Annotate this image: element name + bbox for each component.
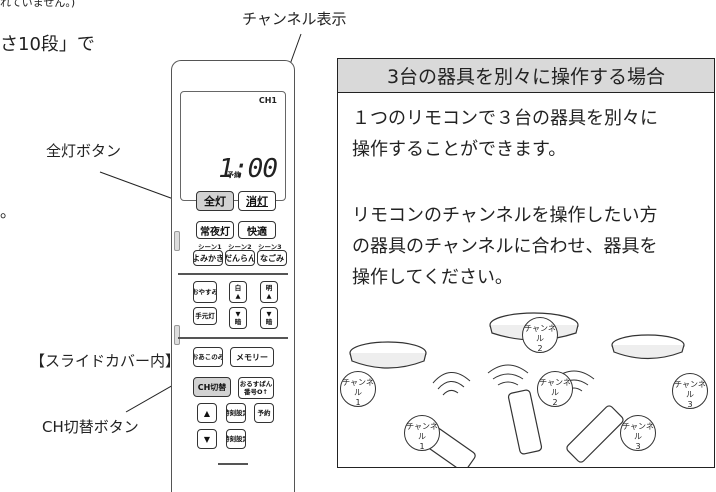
- lcd-channel-indicator: CH1: [258, 96, 277, 105]
- sleep-button-label: おやすみ: [193, 288, 217, 296]
- remote-control: CH1 予約 1:00 全灯 消灯 常夜灯 快適 シーン1 シーン2 シーン3 …: [171, 60, 295, 492]
- remote-icon: [507, 389, 543, 455]
- absence-label: おるすばん: [239, 380, 273, 388]
- bright-down-button[interactable]: ▼暗: [229, 307, 247, 329]
- channel-bubble-label: チャンネル: [622, 422, 654, 441]
- side-slot: [174, 325, 180, 345]
- panel-paragraph-1-line-2: 操作することができます。: [352, 139, 567, 160]
- info-panel: 3台の器具を別々に操作する場合 １つのリモコンで３台の器具を別々に 操作すること…: [337, 58, 715, 468]
- bright-up-button[interactable]: 白▲: [229, 281, 247, 303]
- channel-display-label: チャンネル表示: [242, 10, 347, 28]
- scene1-label: シーン1: [198, 243, 222, 251]
- time-set-button[interactable]: 時刻設定: [226, 403, 246, 423]
- remote-icon: [566, 405, 624, 463]
- memory-button[interactable]: メモリー: [230, 347, 274, 367]
- absence-sub-label: 番号O↑: [244, 388, 268, 396]
- scene3-button[interactable]: なごみ: [257, 250, 287, 266]
- manual-light-button[interactable]: 手元灯: [193, 307, 217, 325]
- ceiling-light-icon: [611, 334, 685, 360]
- color-up-label: 明: [265, 284, 273, 292]
- channel-bubble-number: 1: [355, 398, 361, 407]
- cut-off-period: 。: [0, 202, 17, 221]
- ch-switch-button[interactable]: CH切替: [193, 377, 231, 397]
- lcd-time: 1:00: [218, 154, 278, 184]
- lcd-timer-prefix: 予約: [227, 171, 241, 179]
- scene2-button[interactable]: だんらん: [225, 250, 255, 266]
- comfort-button[interactable]: 快適: [238, 221, 276, 239]
- ch-switch-button-label: CH切替ボタン: [42, 418, 139, 436]
- divider: [178, 337, 288, 339]
- panel-paragraph-1-line-1: １つのリモコンで３台の器具を別々に: [352, 108, 658, 129]
- color-down-button[interactable]: ▼暗: [260, 307, 278, 329]
- up-arrow-icon: ▲: [235, 292, 241, 300]
- up-arrow-icon: ▲: [266, 292, 272, 300]
- down-button[interactable]: ▼: [197, 429, 217, 449]
- cut-off-text-top: れていません。): [0, 0, 76, 9]
- channel-bubble-label: チャンネル: [342, 378, 374, 397]
- scene2-label: シーン2: [228, 243, 252, 251]
- panel-title: 3台の器具を別々に操作する場合: [338, 59, 714, 93]
- bright-up-label: 白: [234, 284, 242, 292]
- channel-bubble-label: チャンネル: [539, 378, 571, 397]
- divider: [178, 273, 288, 275]
- channel-bubble-number: 3: [635, 442, 641, 451]
- side-slot: [174, 231, 180, 251]
- slide-cover-label: 【スライドカバー内】: [30, 352, 181, 370]
- down-arrow-icon: ▼: [266, 310, 272, 318]
- channel-bubble-number: 2: [552, 398, 558, 407]
- panel-paragraph-2-line-2: の器具のチャンネルに合わせ、器具を: [352, 236, 658, 257]
- bright-down-label: 暗: [234, 318, 242, 326]
- lcd-display: CH1 予約 1:00: [180, 91, 286, 201]
- off-button[interactable]: 消灯: [238, 191, 276, 211]
- bottom-ridge: [218, 463, 248, 465]
- sleep-button[interactable]: おやすみ: [193, 281, 217, 303]
- absence-button[interactable]: おるすばん番号O↑: [238, 377, 274, 399]
- channel-bubble-label: チャンネル: [406, 422, 438, 441]
- up-button[interactable]: ▲: [197, 403, 217, 423]
- time-set-confirm-button[interactable]: 時刻設定: [226, 429, 246, 449]
- color-down-label: 暗: [265, 318, 273, 326]
- timer-button[interactable]: 予約: [254, 403, 274, 423]
- channel-bubble-number: 1: [419, 442, 425, 451]
- scene3-label: シーン3: [258, 243, 282, 251]
- fixtures-illustration: [349, 312, 685, 467]
- channel-bubble-label: チャンネル: [524, 324, 556, 343]
- panel-paragraph-2-line-1: リモコンのチャンネルを操作したい方: [352, 205, 658, 226]
- favorite-button[interactable]: おあこのみ: [193, 347, 223, 367]
- ceiling-light-icon: [349, 341, 427, 369]
- color-up-button[interactable]: 明▲: [260, 281, 278, 303]
- cut-off-text-line: さ10段」で: [0, 34, 95, 55]
- channel-bubble-number: 2: [537, 344, 543, 353]
- channel-bubble-label: チャンネル: [674, 380, 706, 399]
- down-arrow-icon: ▼: [235, 310, 241, 318]
- all-light-button-label: 全灯ボタン: [46, 142, 122, 160]
- all-light-button[interactable]: 全灯: [196, 191, 234, 211]
- panel-paragraph-2-line-3: 操作してください。: [352, 267, 513, 288]
- channel-bubble-number: 3: [687, 400, 693, 409]
- night-light-button[interactable]: 常夜灯: [196, 221, 234, 239]
- scene1-button[interactable]: よみかき: [193, 250, 223, 266]
